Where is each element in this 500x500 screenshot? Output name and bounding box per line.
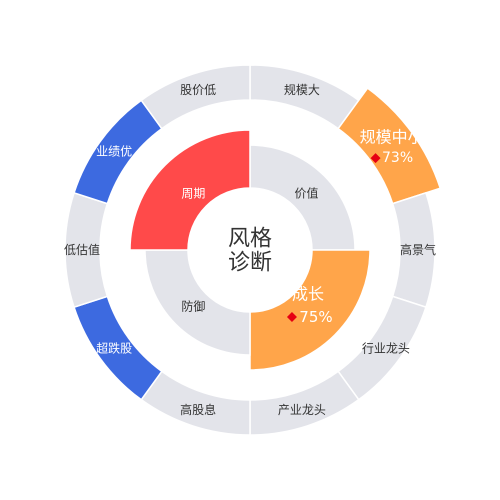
inner-segment-label: 价值 [295,185,319,200]
center-title-line2: 诊断 [228,251,272,276]
center-title-line1: 风格 [228,227,272,252]
value-marker-icon [286,311,297,322]
inner-segment-value: 75% [299,308,332,326]
outer-segment-label: 低估值 [64,242,100,257]
outer-segment-label: 超跌股 [96,341,132,356]
center-disc [188,188,312,312]
outer-segment-label: 行业龙头 [362,342,410,356]
outer-segment-label: 股价低 [180,83,216,97]
outer-segment-label: 高景气 [400,242,436,257]
outer-segment-label: 规模中小 [360,128,424,147]
outer-segment-label: 业绩优 [96,144,132,158]
inner-segment-label: 周期 [181,186,205,200]
inner-segment-label: 防御 [181,299,205,314]
outer-segment-value: 73% [382,150,413,166]
outer-segment-label: 高股息 [180,402,216,417]
value-marker-icon [370,153,381,164]
outer-segment-label: 规模大 [284,82,320,97]
outer-segment-label: 产业龙头 [278,403,326,417]
inner-segment-label: 成长 [292,284,324,303]
outer-segment [140,64,251,130]
